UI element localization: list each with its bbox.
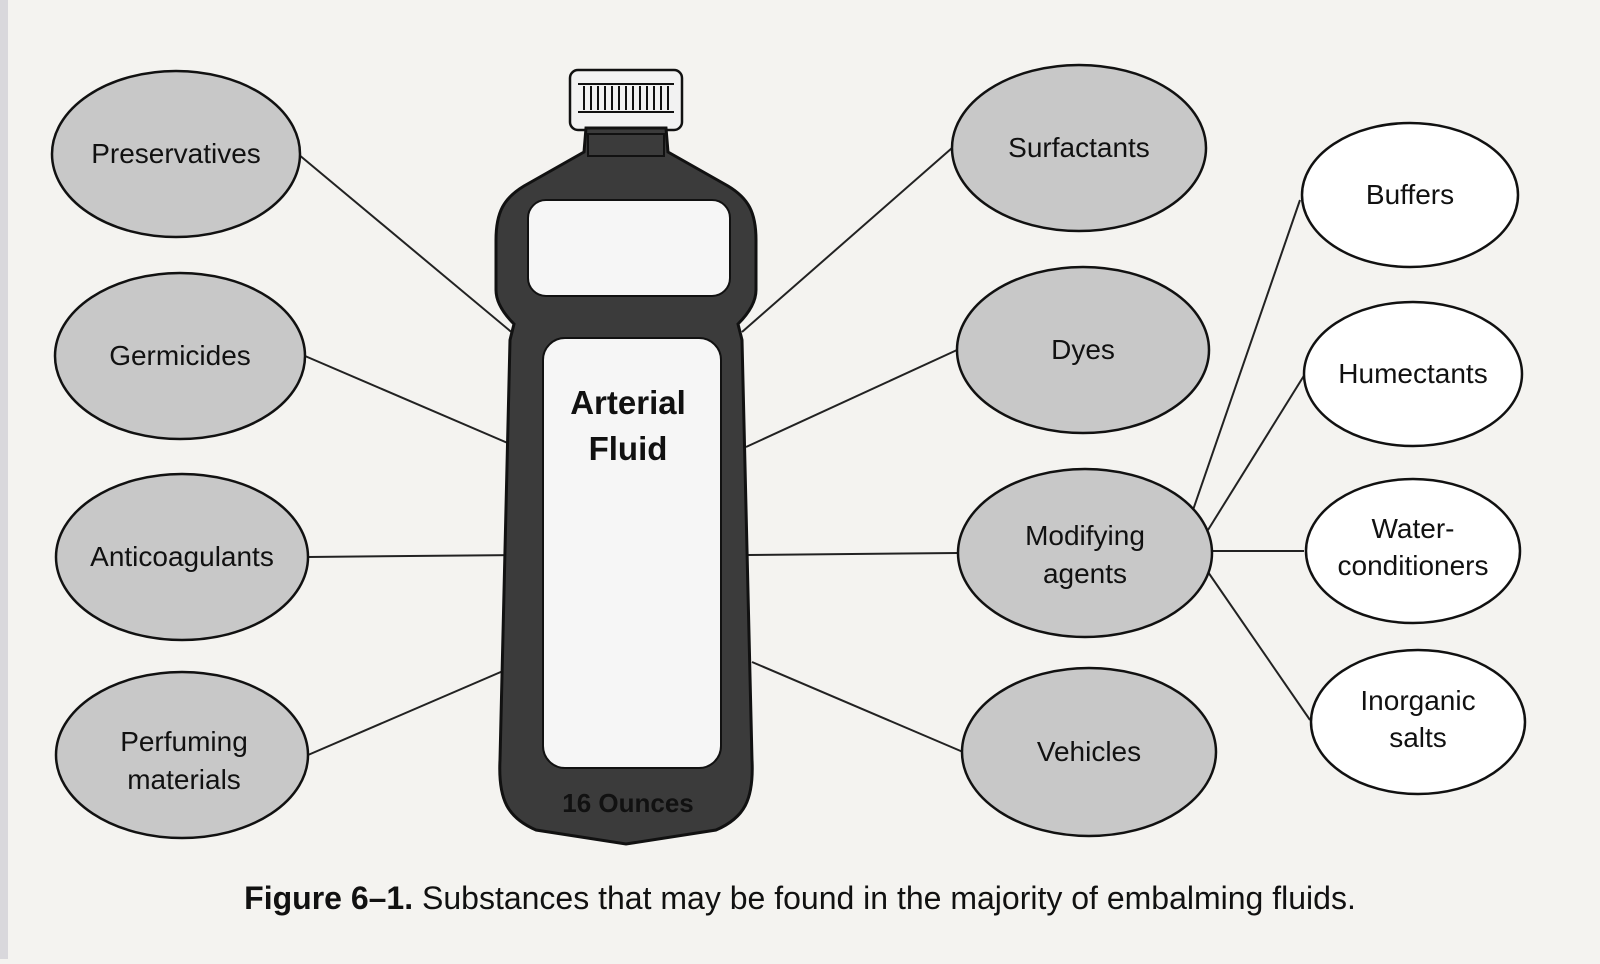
node-label: Anticoagulants bbox=[90, 541, 274, 572]
node-label: Surfactants bbox=[1008, 132, 1150, 163]
bottle: Arterial Fluid 16 Ounces bbox=[494, 68, 758, 846]
node-label-line1: Perfuming bbox=[120, 726, 248, 757]
right-nodes: Surfactants Dyes Modifying agents Vehicl… bbox=[950, 63, 1218, 838]
node-label-line2: conditioners bbox=[1338, 550, 1489, 581]
node-surfactants: Surfactants bbox=[950, 63, 1208, 233]
connector-vehicles bbox=[751, 661, 964, 753]
bottle-label-line1: Arterial bbox=[570, 384, 686, 421]
node-humectants: Humectants bbox=[1302, 300, 1524, 448]
connector-perfuming-materials bbox=[307, 664, 518, 756]
node-label-line2: agents bbox=[1043, 558, 1127, 589]
node-label-line1: Inorganic bbox=[1360, 685, 1475, 716]
node-germicides: Germicides bbox=[53, 271, 307, 441]
node-label: Vehicles bbox=[1037, 736, 1141, 767]
bottle-volume-label: 16 Ounces bbox=[562, 788, 694, 818]
left-nodes: Preservatives Germicides Anticoagulants … bbox=[50, 69, 310, 840]
modifier-nodes: Buffers Humectants Water- conditioners I… bbox=[1300, 121, 1527, 796]
node-label: Buffers bbox=[1366, 179, 1454, 210]
connector-buffers bbox=[1192, 199, 1301, 511]
node-anticoagulants: Anticoagulants bbox=[54, 472, 310, 642]
node-inorganic-salts: Inorganic salts bbox=[1309, 648, 1527, 796]
node-label: Humectants bbox=[1338, 358, 1487, 389]
page-edge bbox=[0, 0, 8, 959]
connector-modifying-agents bbox=[747, 552, 959, 556]
connector-lines bbox=[297, 147, 1311, 756]
connector-inorganic-salts bbox=[1207, 571, 1311, 721]
connector-germicides bbox=[304, 355, 518, 448]
connector-humectants bbox=[1207, 373, 1306, 531]
node-label: Germicides bbox=[109, 340, 251, 371]
node-buffers: Buffers bbox=[1300, 121, 1520, 269]
connector-dyes bbox=[745, 349, 958, 448]
bottle-label-panel bbox=[542, 337, 722, 769]
node-vehicles: Vehicles bbox=[960, 666, 1218, 838]
figure-number: Figure 6–1. bbox=[244, 880, 414, 916]
bottle-neck-ring bbox=[587, 133, 665, 157]
node-perfuming-materials: Perfuming materials bbox=[54, 670, 310, 840]
cap-ridges bbox=[578, 83, 674, 113]
node-label-line1: Modifying bbox=[1025, 520, 1145, 551]
figure-caption: Figure 6–1. Substances that may be found… bbox=[0, 880, 1600, 917]
node-label: Preservatives bbox=[91, 138, 261, 169]
node-dyes: Dyes bbox=[955, 265, 1211, 435]
node-modifying-agents: Modifying agents bbox=[956, 467, 1214, 639]
connector-anticoagulants bbox=[307, 554, 518, 558]
node-preservatives: Preservatives bbox=[50, 69, 302, 239]
node-label-line2: salts bbox=[1389, 722, 1447, 753]
connector-surfactants bbox=[741, 147, 953, 333]
node-label-line1: Water- bbox=[1372, 513, 1455, 544]
node-label: Dyes bbox=[1051, 334, 1115, 365]
node-label-line2: materials bbox=[127, 764, 241, 795]
bottle-upper-window bbox=[527, 199, 731, 297]
caption-text: Substances that may be found in the majo… bbox=[422, 880, 1356, 916]
node-water-conditioners: Water- conditioners bbox=[1304, 477, 1522, 625]
bottle-label-line2: Fluid bbox=[589, 430, 668, 467]
connector-preservatives bbox=[297, 153, 516, 336]
